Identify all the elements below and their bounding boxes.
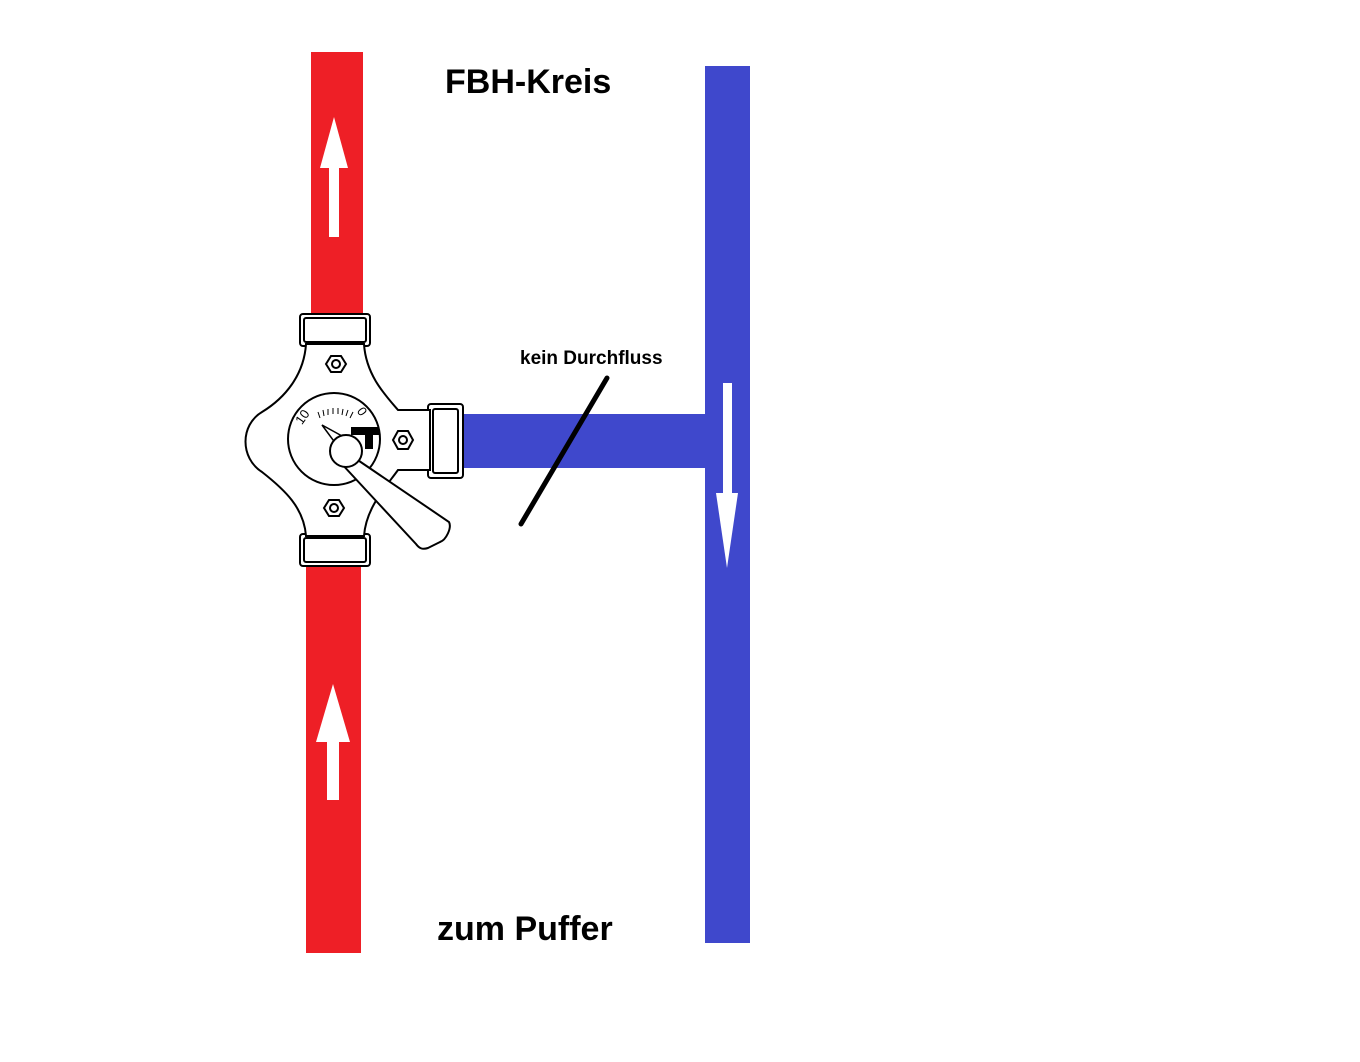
nut-right	[391, 430, 415, 450]
mixing-valve-icon	[244, 313, 464, 567]
scale-max-label: 10	[292, 407, 313, 427]
no-flow-strike-line	[518, 375, 610, 527]
valve-stop	[351, 427, 379, 449]
circuit-label: FBH-Kreis	[445, 63, 611, 101]
valve-knob[interactable]	[329, 434, 363, 468]
valve-handle[interactable]	[338, 448, 451, 550]
arrow-icon	[716, 383, 738, 568]
arrow-icon	[316, 684, 350, 800]
arrow-icon	[320, 117, 348, 237]
nut-top	[324, 355, 348, 373]
return-pipe	[455, 66, 750, 943]
nut-bottom	[322, 499, 346, 517]
valve-scale	[317, 408, 354, 419]
no-flow-label: kein Durchfluss	[520, 348, 663, 369]
buffer-label: zum Puffer	[437, 910, 613, 948]
